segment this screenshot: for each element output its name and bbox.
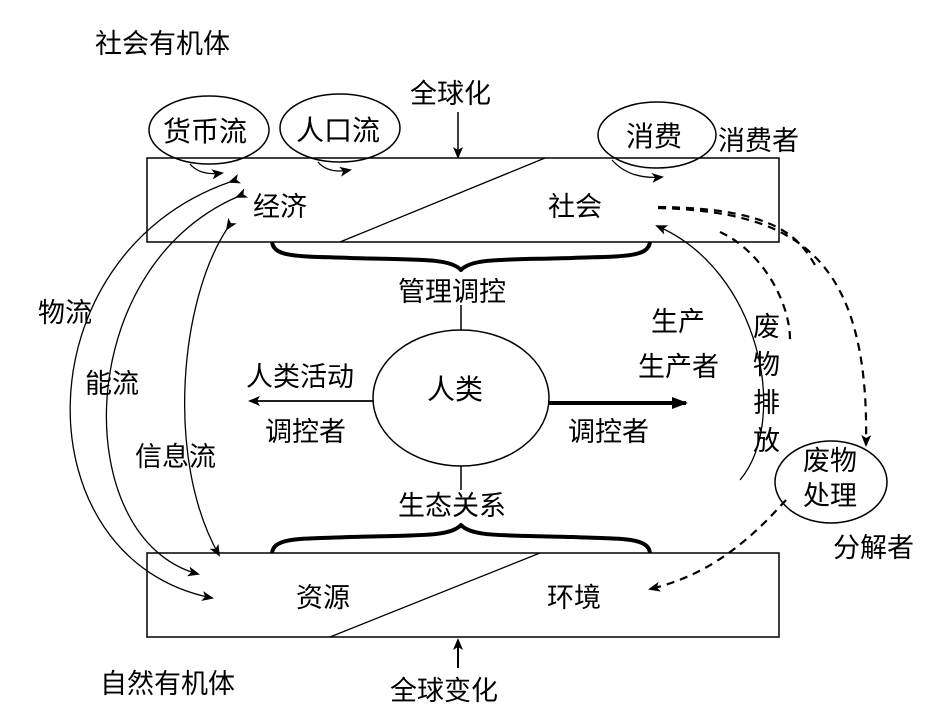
treatment-to-environment-dashed xyxy=(648,499,787,592)
society-to-waste-dashed xyxy=(657,205,816,266)
regulator-right-label: 调控者 xyxy=(568,417,649,448)
money-flow-label: 货币流 xyxy=(163,115,247,148)
information-flow-curve xyxy=(184,217,237,557)
human-activity-label: 人类活动 xyxy=(246,362,354,393)
waste-treatment-label-2: 处理 xyxy=(803,481,857,512)
regulator-left-label: 调控者 xyxy=(265,417,346,448)
material-flow-label: 物流 xyxy=(38,298,92,329)
globalization-label: 全球化 xyxy=(410,79,491,110)
economy-society-divider xyxy=(339,157,546,243)
ecology-label: 生态关系 xyxy=(398,491,506,522)
waste-emission-char-2: 物 xyxy=(753,350,780,381)
waste-treatment-label-1: 废物 xyxy=(803,446,857,477)
population-flow-arrow xyxy=(317,161,352,177)
resources-environment-divider xyxy=(329,552,541,638)
consumer-label: 消费者 xyxy=(718,126,799,157)
material-flow-curve xyxy=(69,173,242,601)
money-flow-arrow xyxy=(189,163,224,180)
environment-label: 环境 xyxy=(547,583,601,614)
resources-environment-box xyxy=(146,552,780,638)
society-label: 社会 xyxy=(548,192,602,223)
management-label: 管理调控 xyxy=(398,277,506,308)
energy-flow-curve xyxy=(105,188,249,577)
waste-treatment-ellipse xyxy=(774,440,888,524)
waste-emission-dashed-top xyxy=(719,230,792,341)
top-brace xyxy=(270,241,652,272)
money-flow-ellipse xyxy=(148,95,270,165)
economy-label: 经济 xyxy=(253,192,307,223)
information-flow-label: 信息流 xyxy=(135,442,216,473)
population-flow-label: 人口流 xyxy=(296,114,380,147)
economy-society-box xyxy=(146,157,780,243)
consumption-ellipse xyxy=(597,101,717,169)
waste-emission-char-3: 排 xyxy=(753,388,780,419)
waste-emission-curve xyxy=(655,225,765,481)
population-flow-ellipse xyxy=(279,93,401,163)
waste-emission-char-1: 废 xyxy=(753,312,780,343)
global-change-label: 全球变化 xyxy=(390,676,498,707)
consumption-label: 消费 xyxy=(626,120,682,153)
human-label: 人类 xyxy=(427,373,483,406)
society-to-treatment-dashed xyxy=(657,206,872,447)
resources-label: 资源 xyxy=(296,583,350,614)
waste-emission-char-4: 放 xyxy=(753,426,780,457)
energy-flow-label: 能流 xyxy=(85,369,139,400)
producer-label: 生产者 xyxy=(638,352,719,383)
decomposer-label: 分解者 xyxy=(833,533,914,564)
natural-organism-label: 自然有机体 xyxy=(100,669,235,700)
social-organism-label: 社会有机体 xyxy=(95,29,230,60)
production-label: 生产 xyxy=(651,307,705,338)
bottom-brace xyxy=(270,523,652,554)
consumption-arrow xyxy=(611,159,664,183)
